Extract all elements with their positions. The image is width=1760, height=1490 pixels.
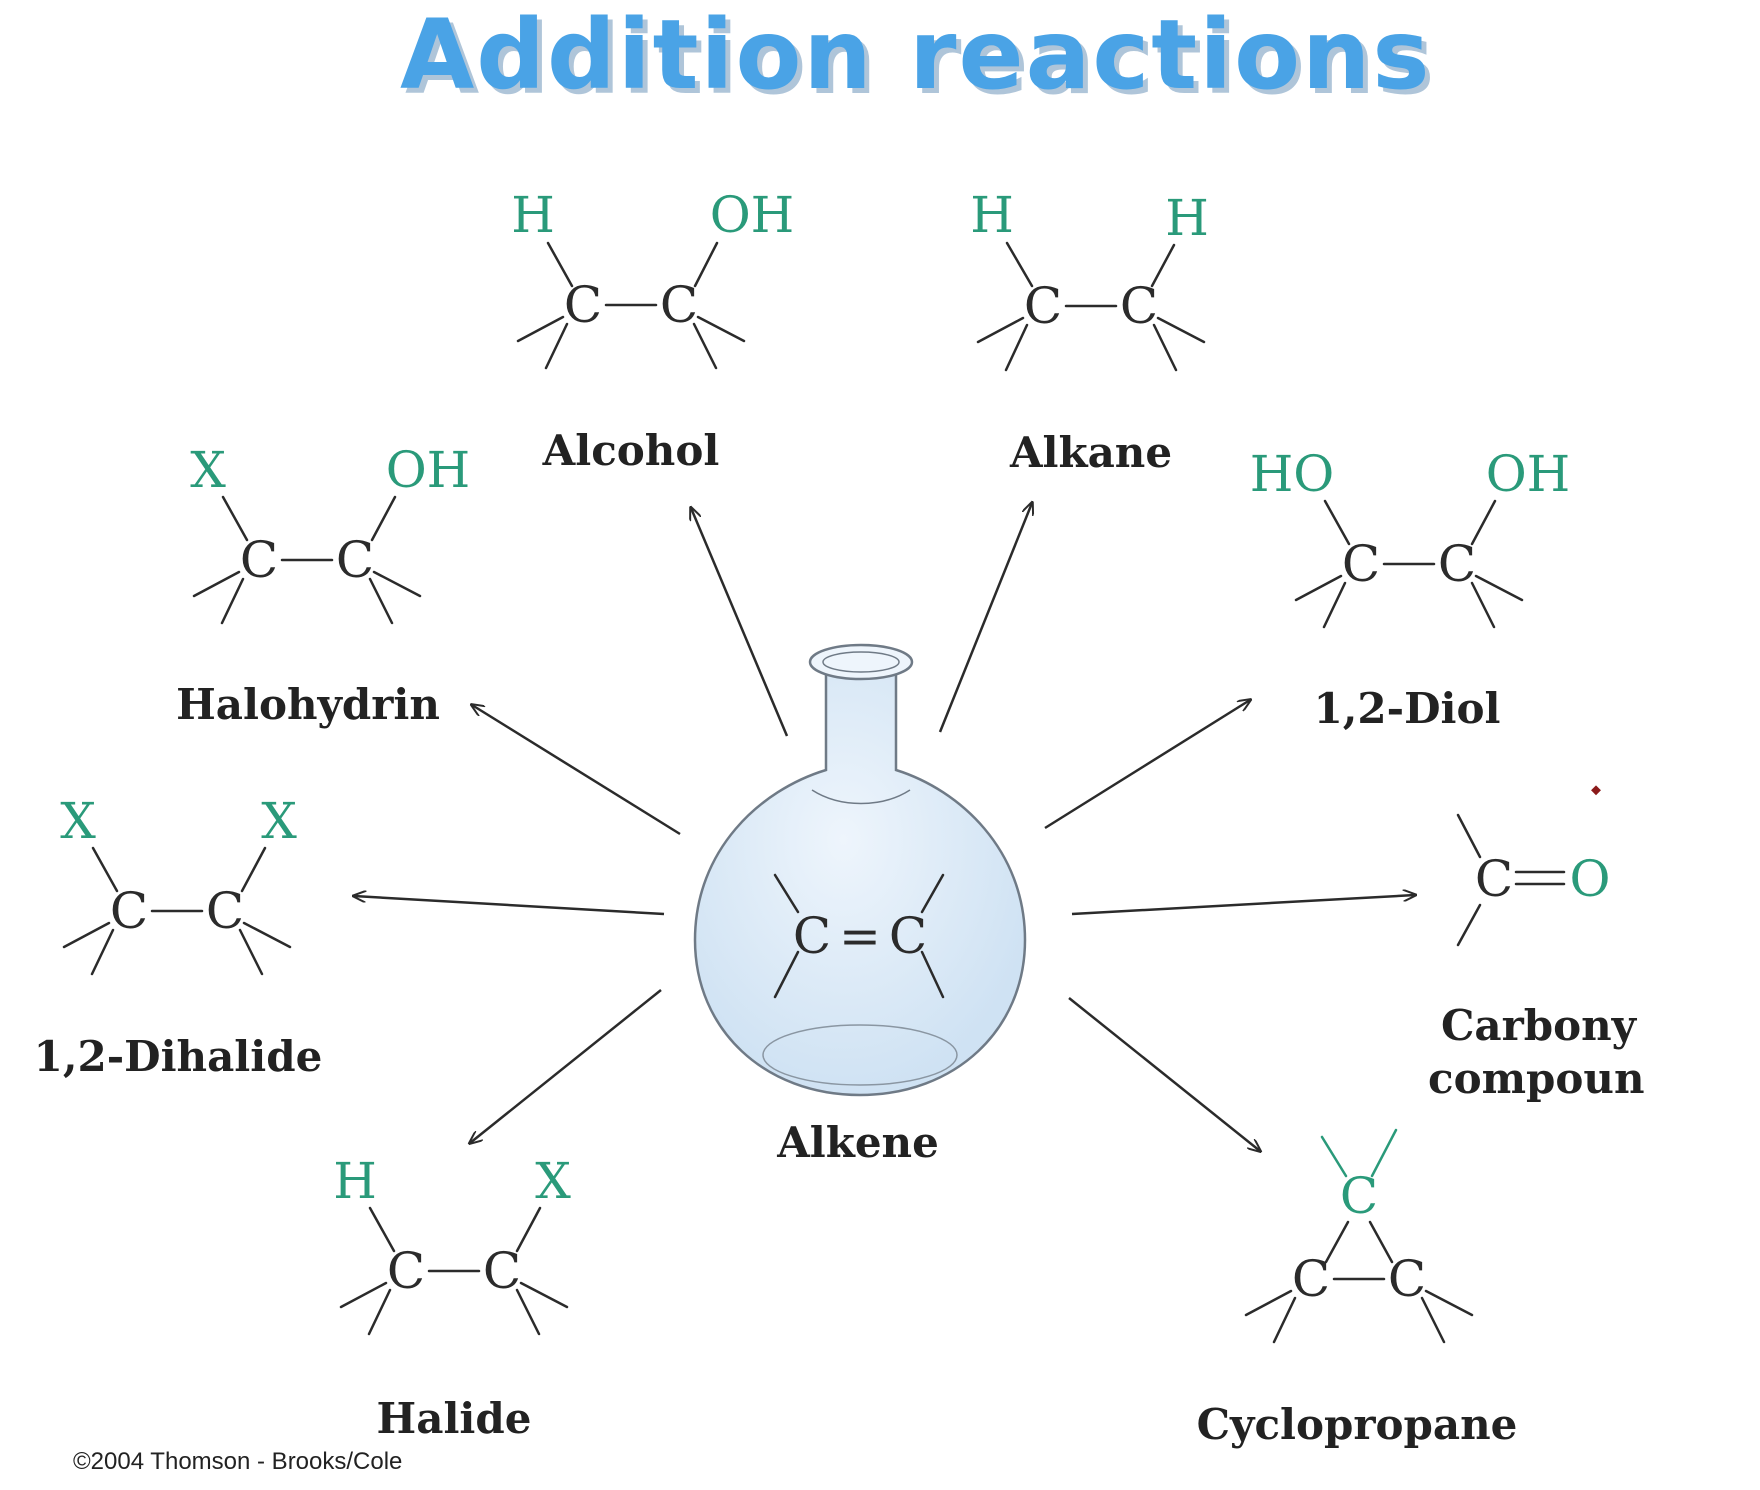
arrow-to-dihalide <box>354 896 665 916</box>
alcohol-label: Alcohol <box>542 426 720 475</box>
halide-substituent-left: H <box>333 1152 377 1210</box>
halide-structure: H X C C <box>333 1152 571 1336</box>
alkane-substituent-left: H <box>970 186 1014 244</box>
diol-structure: HO OH C C <box>1250 445 1571 629</box>
halohydrin-carbon-left: C <box>240 531 278 589</box>
cyclopropane-structure: C C C <box>1244 1128 1474 1344</box>
carbonyl-label-line2: compoun <box>1428 1054 1644 1103</box>
carbonyl-carbon: C <box>1475 850 1513 908</box>
page-title: Addition reactions <box>400 0 1432 111</box>
alkane-label: Alkane <box>1009 428 1172 477</box>
dihalide-label: 1,2-Dihalide <box>34 1032 323 1081</box>
cyclopropane-top-carbon: C <box>1340 1167 1378 1225</box>
carbonyl-oxygen: O <box>1570 850 1611 908</box>
alcohol-substituent-left: H <box>511 186 555 244</box>
halide-label: Halide <box>377 1394 532 1443</box>
alkane-carbon-right: C <box>1120 277 1158 335</box>
diol-carbon-left: C <box>1342 535 1380 593</box>
halohydrin-label: Halohydrin <box>176 680 440 729</box>
alkene-label: Alkene <box>776 1118 939 1167</box>
arrow-to-cyclopropane <box>1068 997 1260 1151</box>
diol-substituent-left: HO <box>1250 445 1335 503</box>
alcohol-structure: H OH C C <box>511 186 795 370</box>
arrow-to-halohydrin <box>472 705 681 836</box>
arrow-to-carbonyl <box>1071 895 1415 916</box>
cyclopropane-carbon-right: C <box>1388 1250 1426 1308</box>
alkane-structure: H H C C <box>970 186 1209 372</box>
alcohol-carbon-left: C <box>564 276 602 334</box>
carbonyl-label-line1: Carbony <box>1441 1001 1638 1050</box>
diol-carbon-right: C <box>1438 535 1476 593</box>
halide-carbon-left: C <box>387 1242 425 1300</box>
halide-carbon-right: C <box>483 1242 521 1300</box>
arrow-to-alcohol <box>691 508 789 737</box>
dihalide-carbon-left: C <box>110 882 148 940</box>
halohydrin-structure: X OH C C <box>190 441 471 625</box>
dihalide-structure: X X C C <box>60 792 297 976</box>
alkene-double-bond: = <box>839 907 881 965</box>
halohydrin-substituent-left: X <box>190 441 226 499</box>
diol-label: 1,2-Diol <box>1314 684 1501 733</box>
dihalide-substituent-left: X <box>60 792 96 850</box>
alkene-carbon-left: C <box>793 907 831 965</box>
carbonyl-structure: C O <box>1456 813 1611 947</box>
page-title-shadow: Addition reactions <box>405 4 1437 116</box>
arrow-to-diol <box>1044 700 1250 830</box>
arrow-to-halide <box>470 989 662 1143</box>
cyclopropane-label: Cyclopropane <box>1197 1400 1518 1449</box>
dihalide-substituent-right: X <box>261 792 297 850</box>
cursor-dot-icon <box>1591 785 1601 796</box>
alkane-substituent-right: H <box>1165 189 1209 247</box>
flask-icon <box>693 643 1027 1097</box>
dihalide-carbon-right: C <box>206 882 244 940</box>
arrow-to-alkane <box>938 503 1032 733</box>
diol-substituent-right: OH <box>1486 445 1571 503</box>
cyclopropane-carbon-left: C <box>1292 1250 1330 1308</box>
alcohol-substituent-right: OH <box>710 186 795 244</box>
halohydrin-substituent-right: OH <box>386 441 471 499</box>
alkene-carbon-right: C <box>889 907 927 965</box>
halide-substituent-right: X <box>535 1152 571 1210</box>
halohydrin-carbon-right: C <box>336 531 374 589</box>
alcohol-carbon-right: C <box>660 276 698 334</box>
alkene-structure: C = C <box>773 873 945 999</box>
copyright-text: ©2004 Thomson - Brooks/Cole <box>73 1448 402 1475</box>
alkane-carbon-left: C <box>1024 277 1062 335</box>
